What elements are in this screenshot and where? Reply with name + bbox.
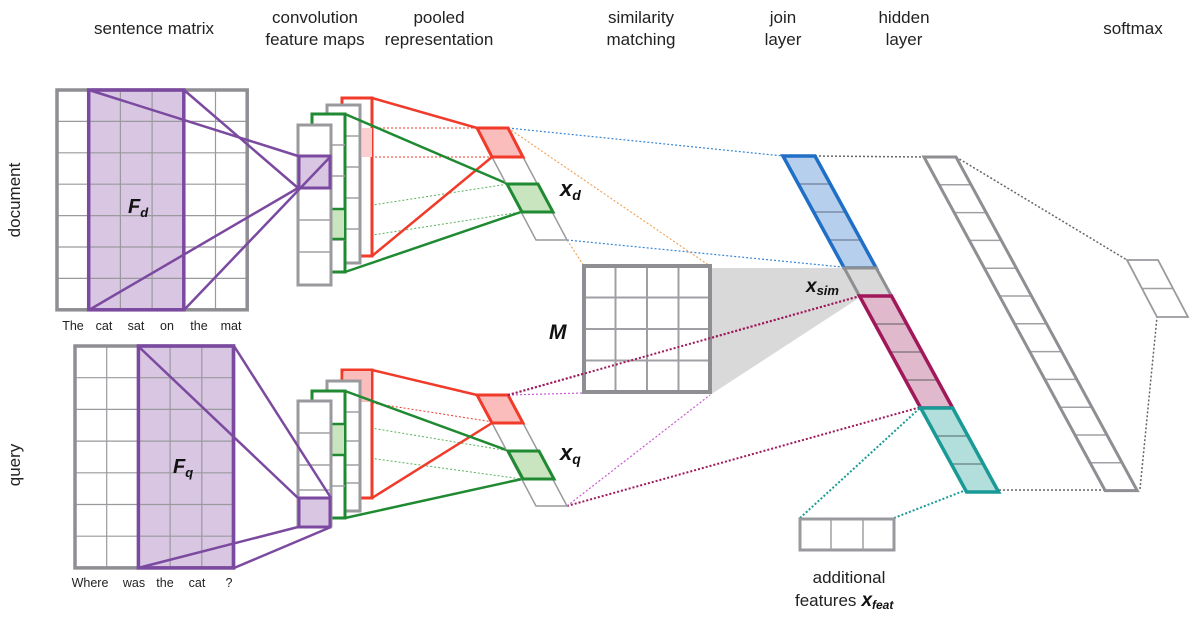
query-word: the xyxy=(156,576,173,590)
softmax-stack-border xyxy=(1125,259,1190,318)
dotted-gray-join-hidden-top xyxy=(814,155,926,158)
softmax-layer xyxy=(1125,259,1190,318)
dotted-gray-hidden-softmax-top xyxy=(955,156,1128,261)
doc-feature-map-front xyxy=(296,123,333,287)
dotted-gray-hidden-softmax-bottom xyxy=(1139,316,1158,490)
row-label-document: document xyxy=(5,162,24,237)
similarity-projection-shade xyxy=(710,268,862,395)
query-green-highlight xyxy=(330,424,344,455)
dotted-red-query xyxy=(371,402,494,423)
xd-green-cell xyxy=(504,182,556,214)
document-word: the xyxy=(190,319,207,333)
query-word: was xyxy=(122,576,145,590)
dotted-green-query-bottom xyxy=(346,454,523,480)
query-convolved-cell xyxy=(297,496,332,529)
label-xq: xq xyxy=(559,440,581,467)
header-softmax: softmax xyxy=(1103,19,1163,38)
document-word: The xyxy=(62,319,84,333)
join-layer xyxy=(780,154,1002,494)
label-fq: Fq xyxy=(173,456,193,480)
document-word: on xyxy=(160,319,174,333)
filter-window xyxy=(86,88,186,312)
query-word: ? xyxy=(226,576,233,590)
label-xsim: xsim xyxy=(805,276,839,298)
filter-fill xyxy=(138,346,234,568)
doc-green-highlight xyxy=(330,209,344,239)
query-feature-maps xyxy=(296,368,374,529)
sim-border xyxy=(582,264,712,394)
query-sentence-matrix xyxy=(73,344,236,570)
label-xd: xd xyxy=(559,176,581,203)
label-fd: Fd xyxy=(128,196,149,220)
header-similarity-line2: matching xyxy=(607,30,676,49)
xq-red-cell xyxy=(474,393,526,425)
header-sentence-matrix: sentence matrix xyxy=(94,19,214,38)
document-word: mat xyxy=(221,319,242,333)
document-word: cat xyxy=(96,319,113,333)
dotted-teal-right xyxy=(893,489,967,519)
filter-projection-lines xyxy=(88,88,333,570)
header-similarity-line1: similarity xyxy=(608,8,675,27)
join-xfeat-block-border xyxy=(917,406,1002,494)
dotted-maroon-overlay xyxy=(507,295,861,396)
dotted-blue-bottom xyxy=(566,239,843,268)
dotted-green-doc-bottom xyxy=(346,211,522,240)
additional-features-vector xyxy=(798,517,896,552)
join-xfeat-block-fill xyxy=(920,408,999,492)
header-pooled-line1: pooled xyxy=(413,8,464,27)
header-hidden-line1: hidden xyxy=(878,8,929,27)
document-word: sat xyxy=(128,319,145,333)
dotted-orange-left xyxy=(566,239,585,267)
dotted-blue-top xyxy=(507,127,784,157)
doc-red-highlight xyxy=(362,128,372,157)
additional-features-line1: additional xyxy=(813,568,886,587)
header-join-line1: join xyxy=(769,8,796,27)
label-m: M xyxy=(549,321,567,344)
pooled-vector-xd xyxy=(474,126,569,241)
xd-red-cell xyxy=(474,126,526,159)
filter-fill xyxy=(88,90,184,310)
query-word: Where xyxy=(72,576,109,590)
document-feature-maps xyxy=(296,96,374,287)
document-sentence-matrix xyxy=(55,88,249,312)
header-pooled-line2: representation xyxy=(385,30,494,49)
hidden-layer-stack-border xyxy=(921,155,1140,493)
pooling-lines xyxy=(344,96,523,520)
similarity-matrix-m xyxy=(507,264,861,396)
dotted-magenta-bottom xyxy=(566,394,711,507)
dotted-maroon-bottom xyxy=(566,406,922,507)
dotted-green-doc-top xyxy=(346,183,509,210)
header-hidden-line2: layer xyxy=(886,30,923,49)
dotted-teal-left xyxy=(799,406,922,519)
header-convolution-line1: convolution xyxy=(272,8,358,27)
column-headers: sentence matrix convolution feature maps… xyxy=(94,8,1163,49)
header-join-line2: layer xyxy=(765,30,802,49)
dotted-green-query-top xyxy=(346,423,510,452)
query-word: cat xyxy=(189,576,206,590)
pooled-vector-xq xyxy=(474,393,569,507)
hidden-layer xyxy=(921,155,1140,493)
xq-green-cell xyxy=(505,449,557,481)
header-convolution-line2: feature maps xyxy=(265,30,364,49)
dotted-orange-right xyxy=(507,127,711,267)
filter-window xyxy=(136,344,236,570)
row-label-query: query xyxy=(5,443,24,486)
dotted-magenta-top xyxy=(507,392,585,396)
